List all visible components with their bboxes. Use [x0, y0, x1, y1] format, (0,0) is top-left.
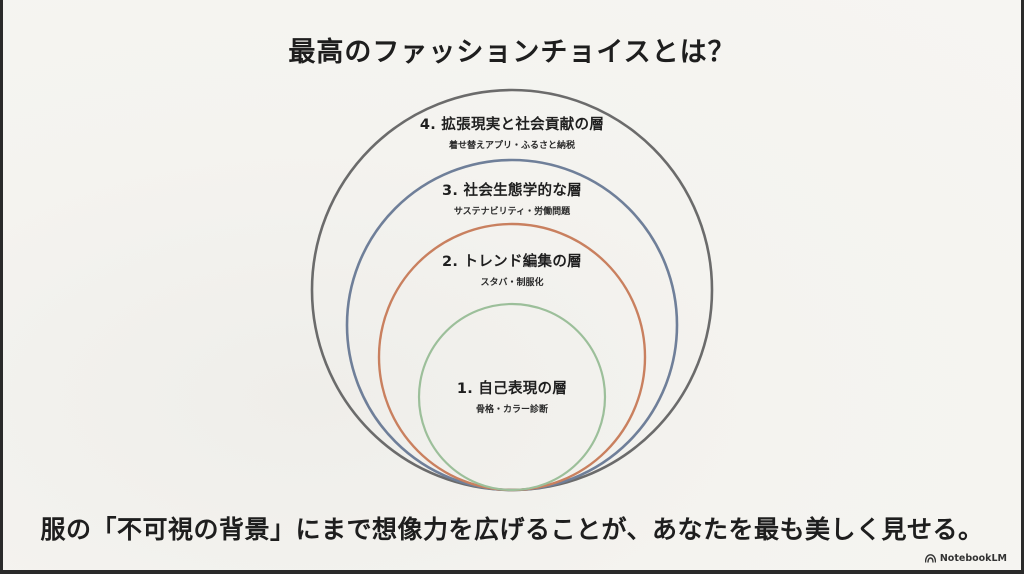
layer-4-title: 4. 拡張現実と社会貢献の層 — [419, 117, 605, 133]
layer-2-label: 2. トレンド編集の層 スタバ・制服化 — [3, 250, 1021, 288]
slide-title: 最高のファッションチョイスとは？ — [288, 37, 736, 68]
layer-2-title: 2. トレンド編集の層 — [442, 254, 582, 270]
slide: 最高のファッションチョイスとは？ 4. 拡張現実と社会貢献の層 着せ替えアプリ・… — [3, 0, 1021, 570]
layer-3-subtitle: サステナビリティ・労働問題 — [453, 207, 571, 217]
slide-tagline: 服の「不可視の背景」にまで想像力を広げることが、あなたを最も美しく見せる。 — [40, 515, 984, 544]
layer-4-subtitle: 着せ替えアプリ・ふるさと納税 — [448, 141, 575, 151]
ring-layer-1 — [417, 302, 607, 492]
layer-3-title: 3. 社会生態学的な層 — [442, 183, 582, 199]
layer-1-title: 1. 自己表現の層 — [456, 381, 568, 397]
brand-watermark: NotebookLM — [924, 553, 1007, 564]
layer-1-subtitle: 骨格・カラー診断 — [475, 405, 548, 415]
layer-1-label: 1. 自己表現の層 骨格・カラー診断 — [3, 377, 1021, 415]
layer-4-label: 4. 拡張現実と社会貢献の層 着せ替えアプリ・ふるさと納税 — [3, 113, 1021, 151]
layer-2-subtitle: スタバ・制服化 — [480, 278, 544, 288]
brand-name: NotebookLM — [939, 553, 1007, 564]
nested-circles-diagram — [310, 88, 714, 492]
layer-3-label: 3. 社会生態学的な層 サステナビリティ・労働問題 — [3, 179, 1021, 217]
notebooklm-logo-icon — [924, 554, 936, 563]
